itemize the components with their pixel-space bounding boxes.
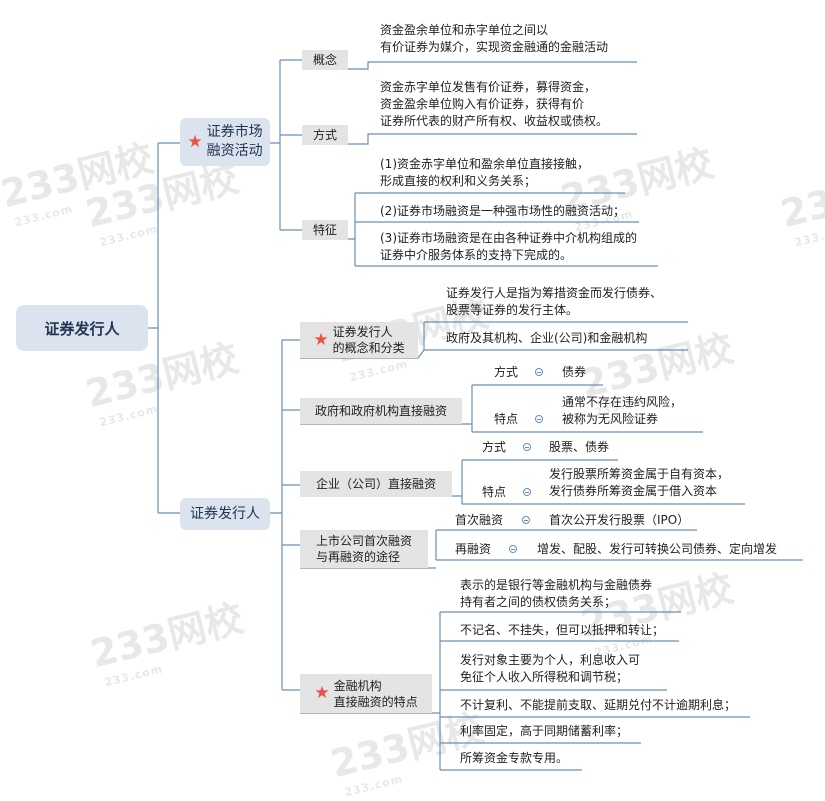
method-text: 资金赤字单位发售有价证券，募得资金， 资金盈余单位购入有价证券，获得有价证券所代表… [380, 79, 608, 130]
text-line: 证券所代表的财产所有权、收益权或债权。 [380, 114, 609, 128]
ent-feature-value: 发行股票所筹资金属于自有资本， 发行债券所筹资金属于借入资本 [549, 466, 729, 500]
branch-label: 证券发行人 [190, 505, 260, 522]
ipo-value: 首次公开发行股票（IPO） [549, 512, 689, 529]
node-issuer-concept-classification[interactable]: ★ 证券发行人的概念和分类 [300, 322, 418, 358]
collapse-icon[interactable] [523, 488, 531, 496]
text-line: 利率固定，高于同期储蓄利率； [460, 724, 629, 738]
star-icon: ★ [313, 329, 329, 350]
text-line: 所筹资金专款专用。 [460, 751, 569, 765]
feature-text-3: (3)证券市场融资是在由各种证券中介机构组成的证券中介服务体系的支持下完成的。 [380, 230, 637, 264]
node-financial-institution-financing[interactable]: ★ 金融机构直接融资的特点 [300, 674, 432, 713]
node-concept[interactable]: 概念 [302, 50, 348, 70]
pair-key: 特点 [482, 485, 507, 499]
fin-text-2: 不记名、不挂失，但可以抵押和转让； [460, 622, 664, 639]
branch-securities-issuer[interactable]: 证券发行人 [180, 498, 270, 530]
pair-key: 特点 [494, 412, 519, 426]
star-icon: ★ [314, 683, 330, 703]
root-label: 证券发行人 [44, 319, 120, 338]
pair-value-line: 发行债券所筹资金属于借入资本 [549, 484, 718, 498]
node-label: 方式 [312, 128, 337, 142]
ent-feature-key: 特点 [482, 484, 506, 501]
text-line: 发行对象主要为个人，利息收入可 [460, 653, 641, 667]
text-line: 不记名、不挂失，但可以抵押和转让； [460, 623, 665, 637]
ipo-key: 首次融资 [455, 512, 503, 529]
node-label-line: 直接融资的特点 [333, 694, 418, 709]
ent-method-value: 股票、债券 [549, 439, 609, 456]
text-line: 资金赤字单位发售有价证券，募得资金， [380, 80, 597, 94]
text-line: 股票等证券的发行主体。 [446, 303, 579, 317]
node-label: 特征 [312, 223, 337, 237]
fin-text-5: 利率固定，高于同期储蓄利率； [460, 723, 628, 740]
pair-value: 股票、债券 [549, 440, 610, 454]
text-line: 形成直接的权利和义务关系； [380, 174, 537, 188]
gov-method-key: 方式 [494, 364, 518, 381]
ent-method-key: 方式 [482, 439, 506, 456]
fin-text-3: 发行对象主要为个人，利息收入可免征个人收入所得税和调节税； [460, 652, 640, 686]
gov-feature-key: 特点 [494, 411, 518, 428]
pair-value: 增发、配股、发行可转换公司债券、定向增发 [537, 542, 778, 556]
refinancing-value: 增发、配股、发行可转换公司债券、定向增发 [537, 541, 777, 558]
node-label: 政府和政府机构直接融资 [314, 404, 447, 418]
text-line: (2)证券市场融资是一种强市场性的融资活动； [380, 204, 625, 218]
text-line: (3)证券市场融资是在由各种证券中介机构组成的 [380, 231, 637, 245]
pair-value: 债券 [562, 365, 587, 379]
collapse-icon[interactable] [523, 443, 531, 451]
pair-key: 首次融资 [455, 513, 504, 527]
node-government-financing[interactable]: 政府和政府机构直接融资 [300, 398, 462, 424]
text-line: 免征个人收入所得税和调节税； [460, 670, 629, 684]
fin-text-4: 不计复利、不能提前支取、延期兑付不计逾期利息； [460, 697, 736, 714]
text-line: 政府及其机构、企业(公司)和金融机构 [446, 331, 648, 345]
issuer-types-text: 政府及其机构、企业(公司)和金融机构 [446, 330, 647, 347]
branch-label-line: 证券市场 [206, 124, 263, 140]
pair-key: 方式 [482, 440, 507, 454]
node-label-line: 与再融资的途径 [315, 550, 400, 564]
text-line: 持有者之间的债权债务关系； [460, 595, 617, 609]
pair-key: 方式 [494, 365, 519, 379]
node-feature[interactable]: 特征 [302, 220, 348, 240]
collapse-icon[interactable] [535, 368, 543, 376]
fin-text-1: 表示的是银行等金融机构与金融债券持有者之间的债权债务关系； [460, 577, 652, 611]
text-line: 资金盈余单位和赤字单位之间以 [380, 23, 549, 37]
text-line: 不计复利、不能提前支取、延期兑付不计逾期利息； [460, 698, 737, 712]
node-label-line: 的概念和分类 [332, 341, 405, 355]
concept-text: 资金盈余单位和赤字单位之间以有价证券为媒介，实现资金融通的金融活动 [380, 22, 608, 56]
pair-value-line: 发行股票所筹资金属于自有资本， [549, 467, 730, 481]
collapse-icon[interactable] [535, 415, 543, 423]
gov-method-value: 债券 [562, 364, 586, 381]
text-line: 有价证券为媒介，实现资金融通的金融活动 [380, 40, 609, 54]
text-line: 证券发行人是指为筹措资金而发行债券、 [446, 286, 663, 300]
node-listed-company-financing[interactable]: 上市公司首次融资与再融资的途径 [300, 530, 428, 568]
collapse-icon[interactable] [522, 516, 530, 524]
branch-label-line: 融资活动 [206, 143, 263, 159]
node-label-line: 证券发行人 [332, 325, 393, 339]
issuer-definition-text: 证券发行人是指为筹措资金而发行债券、股票等证券的发行主体。 [446, 285, 662, 319]
node-label-line: 金融机构 [333, 678, 382, 693]
refinancing-key: 再融资 [455, 541, 491, 558]
star-icon: ★ [187, 131, 203, 152]
text-line: (1)资金赤字单位和盈余单位直接接触， [380, 157, 589, 171]
node-label: 概念 [312, 53, 337, 67]
text-line: 资金盈余单位购入有价证券，获得有价 [380, 97, 585, 111]
pair-value-line: 通常不存在违约风险， [562, 395, 683, 409]
feature-text-2: (2)证券市场融资是一种强市场性的融资活动； [380, 203, 625, 220]
node-method[interactable]: 方式 [302, 125, 348, 145]
root-node[interactable]: 证券发行人 [16, 305, 148, 351]
pair-key: 再融资 [455, 542, 492, 556]
pair-value-line: 被称为无风险证券 [562, 412, 659, 426]
node-label: 企业（公司）直接融资 [315, 477, 436, 491]
gov-feature-value: 通常不存在违约风险， 被称为无风险证券 [562, 394, 682, 428]
fin-text-6: 所筹资金专款专用。 [460, 750, 568, 767]
text-line: 证券中介服务体系的支持下完成的。 [380, 248, 573, 262]
collapse-icon[interactable] [509, 545, 517, 553]
text-line: 表示的是银行等金融机构与金融债券 [460, 578, 653, 592]
branch-securities-market-financing[interactable]: ★ 证券市场融资活动 [180, 118, 270, 166]
pair-value: 首次公开发行股票（IPO） [549, 513, 690, 527]
node-label-line: 上市公司首次融资 [315, 534, 412, 548]
feature-text-1: (1)资金赤字单位和盈余单位直接接触， 形成直接的权利和义务关系； [380, 156, 589, 190]
node-enterprise-financing[interactable]: 企业（公司）直接融资 [300, 471, 452, 497]
